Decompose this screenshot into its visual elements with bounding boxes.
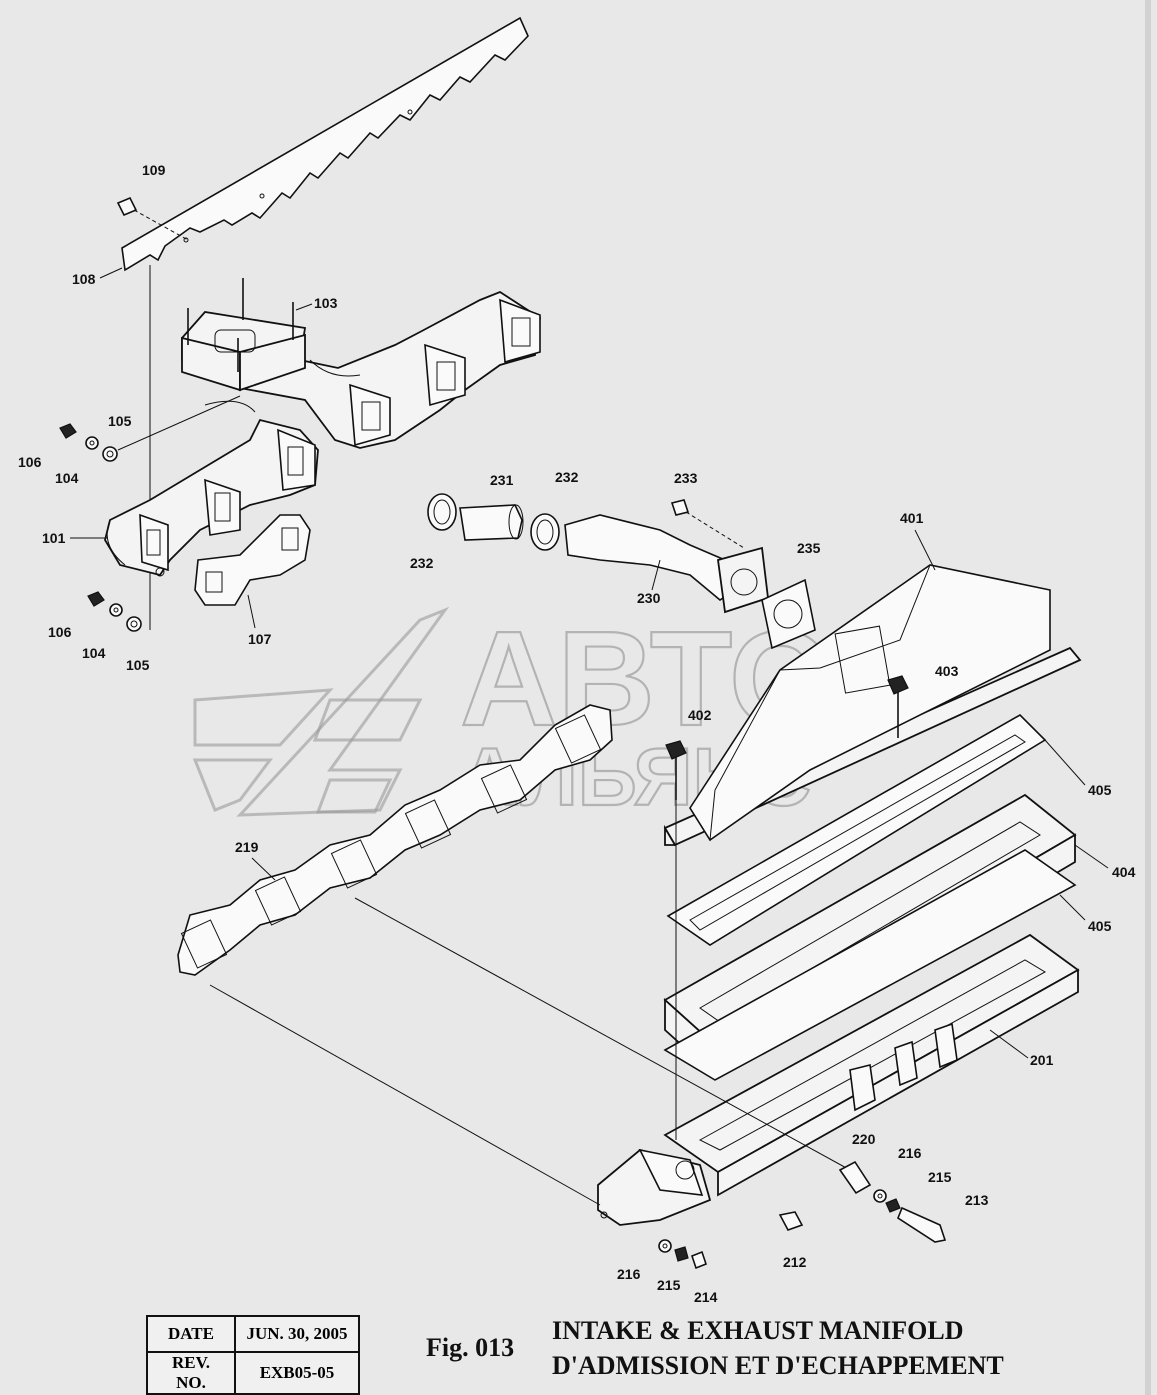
part-201-intake-manifold [597, 933, 1080, 1226]
callout-212: 212 [783, 1254, 807, 1270]
part-233-bolt [670, 499, 745, 549]
callout-105-bottom: 105 [126, 657, 150, 673]
callout-216-bottom: 216 [617, 1266, 641, 1282]
part-107-gasket [194, 514, 311, 606]
callout-233: 233 [674, 470, 698, 486]
part-403-bolt [887, 675, 909, 738]
callout-labels: 109 108 103 105 106 104 101 106 104 105 … [18, 162, 1136, 1305]
part-108-heat-shield [121, 16, 529, 272]
part-402-bolt [665, 740, 687, 800]
callout-215-bottom: 215 [657, 1277, 681, 1293]
callout-104-top: 104 [55, 470, 79, 486]
part-220-dowel [838, 1160, 872, 1195]
leader-line-220 [354, 897, 851, 1171]
callout-405-bottom: 405 [1088, 918, 1112, 934]
callout-401: 401 [900, 510, 924, 526]
callout-219: 219 [235, 839, 259, 855]
figure-title-english: INTAKE & EXHAUST MANIFOLD [552, 1316, 964, 1345]
callout-220: 220 [852, 1131, 876, 1147]
part-232-clamp-right [530, 513, 560, 551]
part-405-gasket-lower [663, 849, 1077, 1081]
callout-231: 231 [490, 472, 514, 488]
callout-402: 402 [688, 707, 712, 723]
part-231-hose [459, 504, 524, 541]
figure-number: Fig. 013 [426, 1333, 515, 1362]
part-101-exhaust-manifold [104, 400, 319, 577]
callout-213: 213 [965, 1192, 989, 1208]
callout-103: 103 [314, 295, 338, 311]
leader-line-219 [209, 984, 601, 1206]
callout-201: 201 [1030, 1052, 1054, 1068]
date-value: JUN. 30, 2005 [234, 1315, 360, 1353]
part-235-gasket [761, 578, 816, 650]
part-212-bolt [778, 1211, 804, 1231]
part-219-intake-gasket [177, 704, 613, 976]
callout-106-top: 106 [18, 454, 42, 470]
callout-232-left: 232 [410, 555, 434, 571]
part-103-exhaust-manifold [181, 278, 541, 449]
callout-214: 214 [694, 1289, 718, 1305]
part-232-clamp-left [427, 493, 457, 531]
fasteners-bottom-center-group [658, 1239, 707, 1270]
part-401-intake-cover [663, 564, 1082, 847]
revision-title-block: DATE JUN. 30, 2005 REV. NO. EXB05-05 [146, 1315, 360, 1395]
callout-109: 109 [142, 162, 166, 178]
fasteners-top-group [59, 423, 118, 462]
date-label: DATE [146, 1315, 236, 1353]
fasteners-bottom-group [87, 591, 142, 632]
part-230-crossover-pipe [564, 514, 769, 614]
callout-405-top: 405 [1088, 782, 1112, 798]
callout-215-right: 215 [928, 1169, 952, 1185]
callout-230: 230 [637, 590, 661, 606]
callout-108: 108 [72, 271, 96, 287]
callout-105-top: 105 [108, 413, 132, 429]
callout-101: 101 [42, 530, 66, 546]
callout-216-right: 216 [898, 1145, 922, 1161]
exploded-parts-diagram: АВТО АЛЬЯНС [18, 16, 1136, 1305]
part-109-bolt [116, 196, 189, 241]
callout-404: 404 [1112, 864, 1136, 880]
revision-label: REV. NO. [146, 1351, 236, 1395]
revision-value: EXB05-05 [234, 1351, 360, 1395]
callout-106-bottom: 106 [48, 624, 72, 640]
watermark-logo [192, 606, 450, 817]
figure-title-french: D'ADMISSION ET D'ECHAPPEMENT [552, 1351, 1004, 1380]
fasteners-right-group [873, 1189, 947, 1243]
callout-235: 235 [797, 540, 821, 556]
callout-104-bottom: 104 [82, 645, 106, 661]
callout-232-right: 232 [555, 469, 579, 485]
leader-line-105a [117, 395, 241, 451]
callout-403: 403 [935, 663, 959, 679]
callout-107: 107 [248, 631, 272, 647]
